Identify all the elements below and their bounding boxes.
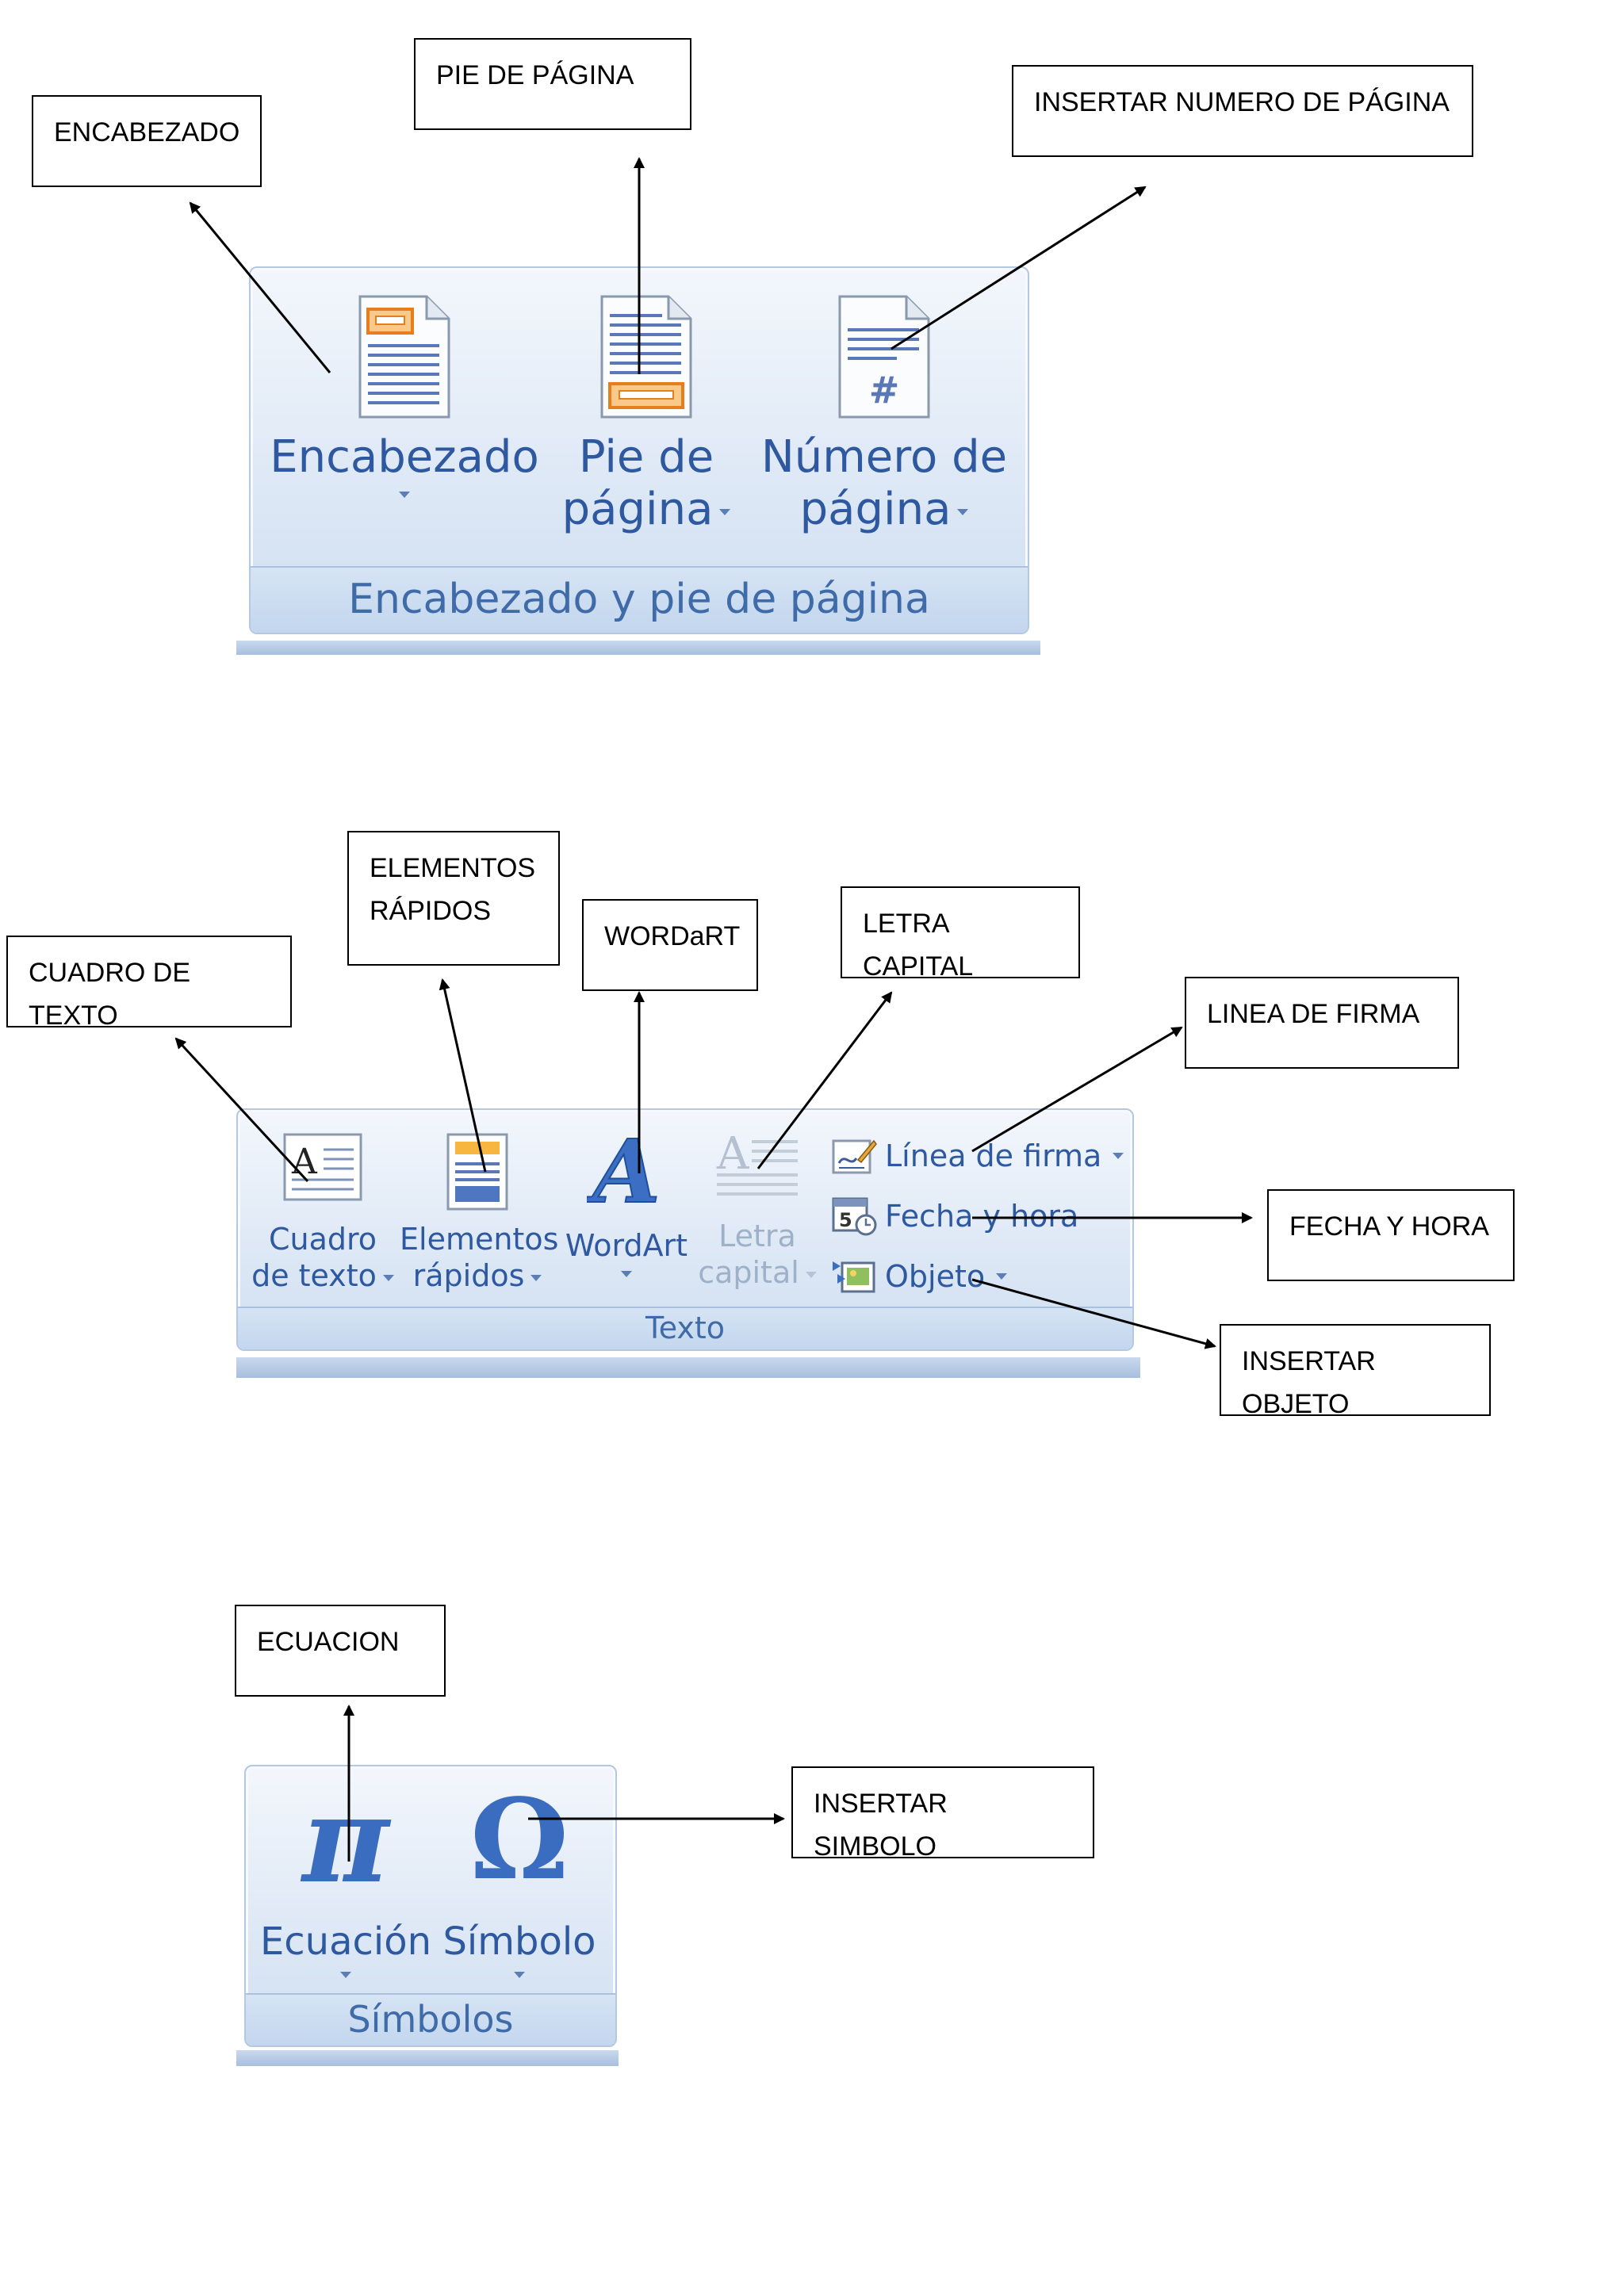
callout-pie-de-pagina: PIE DE PÁGINA [414,38,691,130]
ribbon-group-simbolos: Símbolos [244,1765,617,2047]
callout-ecuacion: ECUACION [235,1605,446,1697]
svg-text:A: A [291,1142,318,1182]
omega-icon: Ω [469,1775,569,1905]
simbolo-button[interactable]: Ω Símbolo [435,1781,604,1990]
wordart-label: WordArt [565,1228,688,1263]
letra-capital-label-text: capital [698,1255,799,1290]
footer-page-icon [600,295,692,419]
pie-de-pagina-dropdown-caret[interactable] [719,508,731,515]
pie-de-pagina-button[interactable]: Pie de página [547,293,745,555]
cuadro-de-texto-button[interactable]: A Cuadro de texto [247,1132,398,1307]
simbolo-dropdown-caret[interactable] [514,1971,525,1978]
pie-de-pagina-label-text: página [561,484,714,535]
fecha-y-hora-label: Fecha y hora [885,1199,1079,1234]
elementos-rapidos-dropdown-caret[interactable] [530,1274,542,1281]
callout-cuadro-de-texto: CUADRO DE TEXTO [6,936,292,1031]
ribbon-divider [236,2050,619,2066]
quick-parts-icon [446,1133,508,1211]
elementos-rapidos-label-line2: rápidos [400,1257,555,1294]
group-title-simbolos: Símbolos [246,1993,615,2045]
group-title-texto: Texto [238,1307,1132,1349]
elementos-rapidos-label-text: rápidos [412,1258,525,1293]
ecuacion-dropdown-caret[interactable] [340,1971,351,1978]
numero-de-pagina-label-line1: Número de [760,431,1008,483]
header-page-icon [358,295,450,419]
pie-de-pagina-label-line1: Pie de [578,431,714,483]
ribbon-divider [236,1357,1140,1378]
numero-de-pagina-button[interactable]: # Número de página [753,293,1015,555]
signature-line-icon [832,1139,877,1174]
linea-de-firma-dropdown-caret[interactable] [1113,1153,1124,1159]
callout-elementos-rapidos: ELEMENTOS RÁPIDOS [347,831,560,966]
cuadro-de-texto-dropdown-caret[interactable] [382,1274,394,1281]
linea-de-firma-button[interactable]: Línea de firma [831,1132,1124,1180]
svg-text:A: A [716,1129,749,1180]
linea-de-firma-label: Línea de firma [885,1138,1102,1173]
letra-capital-dropdown-caret[interactable] [805,1271,817,1278]
ecuacion-label: Ecuación [259,1919,432,1964]
callout-wordart: WORDaRT [582,899,758,991]
objeto-button[interactable]: Objeto [831,1253,1008,1300]
object-icon [833,1261,875,1293]
callout-encabezado: ENCABEZADO [32,95,262,187]
encabezado-button[interactable]: Encabezado [270,293,539,555]
page-number-icon: # [838,295,930,419]
svg-text:A: A [587,1126,661,1213]
callout-letra-capital: LETRA CAPITAL [841,886,1080,982]
fecha-y-hora-button[interactable]: 5 Fecha y hora [831,1192,1078,1240]
date-time-icon: 5 [832,1197,877,1236]
pi-icon: π [302,1770,389,1910]
cuadro-de-texto-label-line1: Cuadro [268,1222,377,1257]
wordart-icon: A [587,1126,661,1213]
callout-numero-de-pagina: INSERTAR NUMERO DE PÁGINA [1012,65,1473,157]
letra-capital-label-line1: Letra [718,1219,796,1253]
svg-text:5: 5 [839,1209,852,1231]
encabezado-dropdown-caret[interactable] [399,492,410,498]
group-title-header-footer: Encabezado y pie de página [251,566,1028,633]
letra-capital-label-line2: capital [698,1254,817,1291]
cuadro-de-texto-label-text: de texto [251,1258,377,1293]
numero-de-pagina-label-line2: página [753,484,1015,536]
letra-capital-button[interactable]: A Letra capital [698,1129,817,1307]
ecuacion-button[interactable]: π Ecuación [259,1781,433,1990]
svg-text:#: # [869,369,900,411]
callout-linea-de-firma: LINEA DE FIRMA [1185,977,1459,1069]
pie-de-pagina-label-line2: página [547,484,745,536]
elementos-rapidos-button[interactable]: Elementos rápidos [400,1132,559,1307]
callout-insertar-objeto: INSERTAR OBJETO [1220,1324,1491,1419]
simbolo-label: Símbolo [442,1919,596,1964]
numero-de-pagina-dropdown-caret[interactable] [957,508,969,515]
cuadro-de-texto-label-line2: de texto [247,1257,398,1294]
elementos-rapidos-label-line1: Elementos [400,1222,559,1257]
wordart-button[interactable]: A WordArt [560,1126,693,1307]
ribbon-divider [236,641,1040,655]
objeto-label: Objeto [885,1259,986,1294]
text-box-icon: A [283,1133,362,1201]
numero-de-pagina-label-text: página [799,484,952,535]
objeto-dropdown-caret[interactable] [996,1273,1008,1280]
encabezado-label: Encabezado [270,431,539,483]
callout-fecha-y-hora: FECHA Y HORA [1267,1189,1515,1281]
wordart-dropdown-caret[interactable] [621,1270,632,1277]
drop-cap-icon: A [716,1129,798,1196]
callout-insertar-simbolo: INSERTAR SIMBOLO [791,1766,1094,1862]
